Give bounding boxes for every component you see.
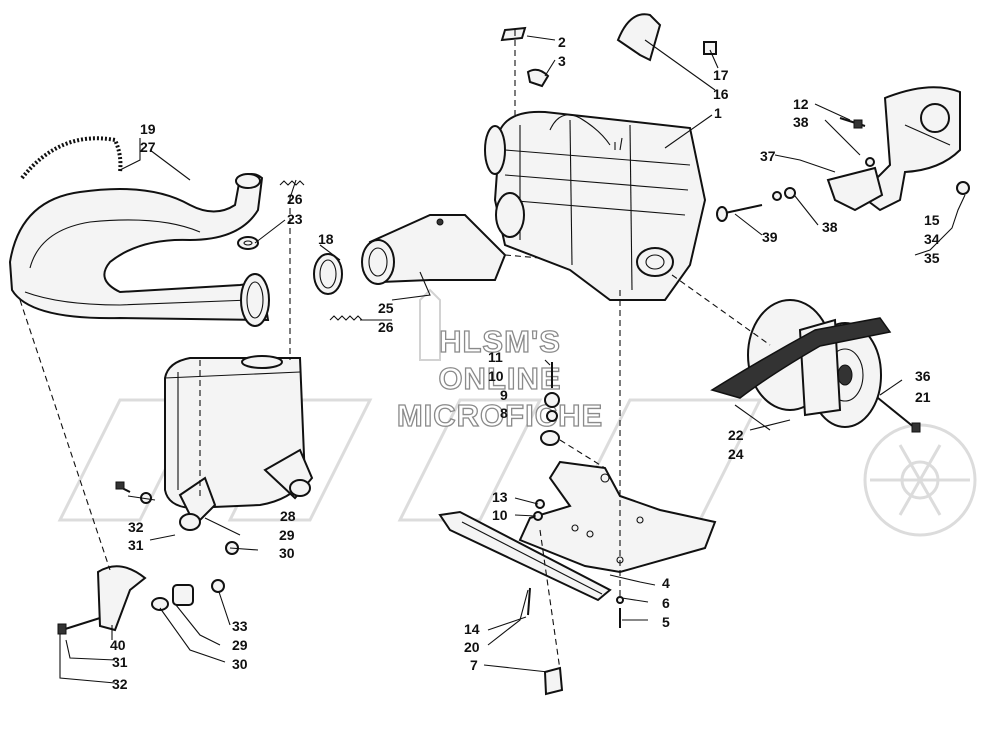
callout-3: 3: [558, 53, 566, 69]
callout-13: 13: [492, 489, 508, 505]
callout-7: 7: [470, 657, 478, 673]
callout-17: 17: [713, 67, 729, 83]
callout-12: 12: [793, 96, 809, 112]
callout-labels: 2 3 17 16 1 19 27 26 23 18 25 26 12 38 3…: [110, 34, 940, 692]
callout-38-lower: 38: [822, 219, 838, 235]
callout-27: 27: [140, 139, 156, 155]
leader-lines: [19, 30, 966, 684]
callout-26-lower: 26: [378, 319, 394, 335]
callout-22: 22: [728, 427, 744, 443]
callout-36: 36: [915, 368, 931, 384]
callout-1: 1: [714, 105, 722, 121]
callout-30-lower: 30: [232, 656, 248, 672]
watermark-line-3: MICROFICHE: [397, 398, 603, 433]
engine-part: [484, 110, 707, 301]
callout-9: 9: [500, 387, 508, 403]
callout-28: 28: [280, 508, 296, 524]
callout-38-upper: 38: [793, 114, 809, 130]
callout-29-lower: 29: [232, 637, 248, 653]
muffler-part: [164, 355, 314, 531]
callout-33: 33: [232, 618, 248, 634]
angle-rail-part: [438, 510, 612, 616]
callout-31-lower: 31: [112, 654, 128, 670]
callout-24: 24: [728, 446, 744, 462]
callout-6: 6: [662, 595, 670, 611]
spring-upper-part: [279, 180, 305, 186]
exhaust-pipe-part: [8, 173, 270, 327]
callout-8: 8: [500, 405, 508, 421]
callout-10-upper: 10: [488, 368, 504, 384]
callout-5: 5: [662, 614, 670, 630]
callout-20: 20: [464, 639, 480, 655]
callout-18: 18: [318, 231, 334, 247]
callout-39: 39: [762, 229, 778, 245]
callout-26-upper: 26: [287, 191, 303, 207]
callout-34: 34: [924, 231, 940, 247]
drive-clutch-part: [710, 299, 921, 433]
watermark-line-2: ONLINE: [438, 361, 561, 396]
callout-2: 2: [558, 34, 566, 50]
watermark-line-1: HLSM'S: [439, 324, 561, 359]
callout-37: 37: [760, 148, 776, 164]
spring-lower-part: [329, 315, 363, 321]
callout-4: 4: [662, 575, 670, 591]
callout-21: 21: [915, 389, 931, 405]
callout-25: 25: [378, 300, 394, 316]
callout-32-upper: 32: [128, 519, 144, 535]
callout-40: 40: [110, 637, 126, 653]
exhaust-manifold-part: [361, 214, 507, 285]
callout-23: 23: [287, 211, 303, 227]
engine-mount-bracket-part: [716, 86, 970, 222]
gasket-23-part: [237, 236, 259, 250]
mounting-plate-part: [518, 460, 717, 574]
seal-ring-18-part: [313, 253, 343, 295]
muffler-bracket-part: [57, 481, 239, 635]
callout-32-lower: 32: [112, 676, 128, 692]
callout-11: 11: [488, 349, 503, 365]
callout-16: 16: [713, 86, 729, 102]
callout-35: 35: [924, 250, 940, 266]
callout-29-upper: 29: [279, 527, 295, 543]
engine-top-hardware-part: [500, 13, 717, 146]
cable-spring-part: [20, 136, 123, 180]
callout-19: 19: [140, 121, 156, 137]
callout-10-lower: 10: [492, 507, 508, 523]
watermark-text: HLSM'S ONLINE MICROFICHE: [396, 323, 603, 433]
callout-31-upper: 31: [128, 537, 144, 553]
center-hardware-stack-part: [540, 362, 560, 446]
callout-15: 15: [924, 212, 940, 228]
callout-14: 14: [464, 621, 480, 637]
callout-30-upper: 30: [279, 545, 295, 561]
